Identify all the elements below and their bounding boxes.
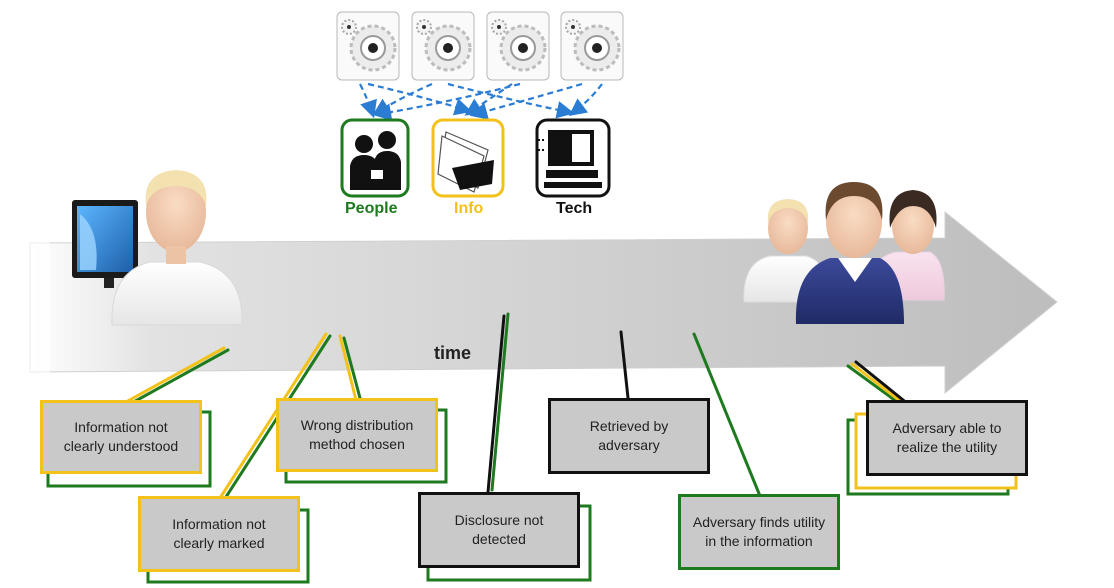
callout-adversary-finds-utility: Adversary finds utility in the informati… xyxy=(678,494,840,570)
tech-computer-icon xyxy=(535,118,611,198)
callout-wrong-distribution-method: Wrong distribution method chosen xyxy=(276,398,438,472)
callout-pointers xyxy=(124,312,910,502)
person-icon xyxy=(795,182,904,324)
person-icon xyxy=(111,170,243,326)
gear-icon xyxy=(486,11,550,81)
category-label-tech: Tech xyxy=(556,200,593,217)
monitor-icon xyxy=(72,200,138,288)
callout-text: Information not clearly marked xyxy=(172,516,266,551)
category-label-people: People xyxy=(345,200,398,217)
gear-icon xyxy=(336,11,400,81)
gear-to-category-connectors xyxy=(359,82,603,121)
callout-text: Wrong distribution method chosen xyxy=(300,417,414,452)
timeline-label: time xyxy=(434,343,472,363)
people-icon xyxy=(340,118,410,198)
gear-icon xyxy=(560,11,624,81)
callout-disclosure-not-detected: Disclosure not detected xyxy=(418,492,580,568)
info-papers-icon xyxy=(431,118,505,198)
callout-text: Adversary finds utility in the informati… xyxy=(692,514,826,549)
callout-text: Retrieved by adversary xyxy=(589,418,669,453)
callout-adversary-realize-utility: Adversary able to realize the utility xyxy=(866,400,1028,476)
callout-text: Adversary able to realize the utility xyxy=(892,420,1002,455)
callout-information-not-understood: Information not clearly understood xyxy=(40,400,202,474)
gear-icon xyxy=(411,11,475,81)
category-label-info: Info xyxy=(454,200,484,217)
callout-retrieved-by-adversary: Retrieved by adversary xyxy=(548,398,710,474)
callout-text: Information not clearly understood xyxy=(63,419,179,454)
callout-information-not-marked: Information not clearly marked xyxy=(138,496,300,572)
callout-text: Disclosure not detected xyxy=(454,512,544,547)
